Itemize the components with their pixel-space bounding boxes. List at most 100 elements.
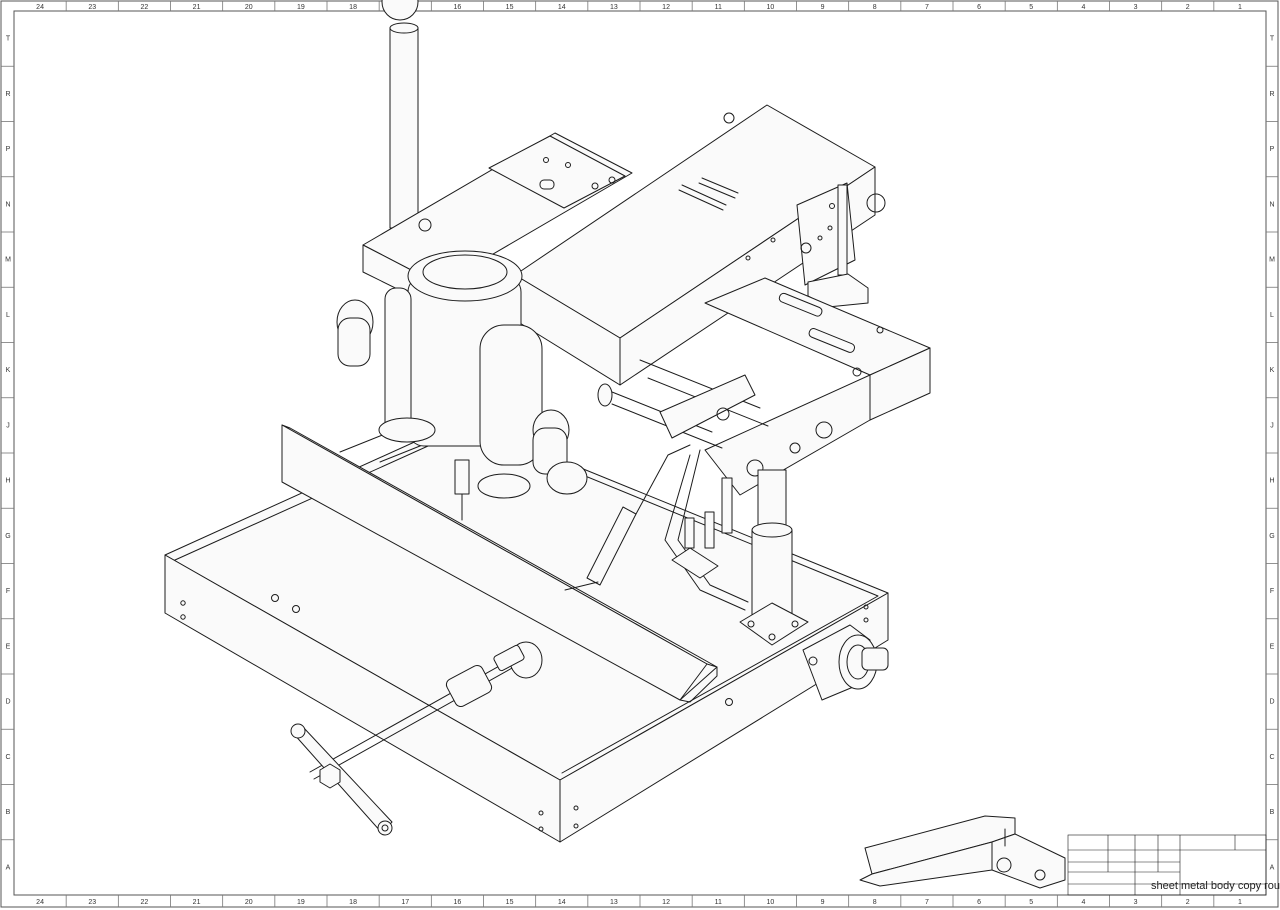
- zone-label: R: [5, 91, 10, 98]
- zone-label: 2: [1186, 4, 1190, 11]
- zone-label: C: [1269, 754, 1274, 761]
- zone-label: 11: [715, 4, 722, 11]
- zone-label: 21: [193, 4, 201, 11]
- front-cross-plate: [704, 277, 931, 496]
- zone-label: 13: [610, 899, 618, 906]
- zone-label: 23: [88, 899, 96, 906]
- drawing-title: sheet metal body copy route: [1151, 880, 1280, 892]
- zone-label: 15: [506, 899, 514, 906]
- zone-label: 24: [36, 4, 44, 11]
- linkage-arm: [664, 449, 749, 611]
- vertical-handle: [381, 0, 419, 229]
- zone-label: P: [6, 146, 11, 153]
- router-assembly-drawing: [164, 0, 931, 843]
- zone-label: E: [1270, 643, 1275, 650]
- zone-label: 10: [767, 899, 775, 906]
- zone-label: 2: [1186, 899, 1190, 906]
- zone-label: 18: [349, 4, 357, 11]
- side-clamp-plate: [796, 182, 886, 308]
- zone-label: F: [1270, 588, 1274, 595]
- zone-label: 7: [925, 4, 929, 11]
- zone-label: 9: [821, 4, 825, 11]
- zone-label: 6: [977, 4, 981, 11]
- zone-label: 14: [558, 4, 566, 11]
- zone-label: N: [5, 201, 10, 208]
- zone-label: 12: [662, 899, 670, 906]
- zone-label: B: [6, 809, 11, 816]
- zone-label: C: [5, 754, 10, 761]
- zone-label: A: [6, 864, 11, 871]
- zone-labels-left: T R P N M L K J H G F E D C B A: [5, 36, 11, 872]
- zone-label: R: [1269, 91, 1274, 98]
- zone-label: 22: [141, 4, 149, 11]
- zone-label: 5: [1029, 899, 1033, 906]
- guide-fence: [281, 419, 718, 703]
- zone-label: 6: [977, 899, 981, 906]
- zone-label: M: [1269, 257, 1275, 264]
- zone-label: 4: [1081, 4, 1085, 11]
- zone-label: G: [1269, 533, 1274, 540]
- zone-label: 5: [1029, 4, 1033, 11]
- zone-label: 1: [1238, 899, 1242, 906]
- feed-screw-crank: [290, 641, 543, 836]
- zone-label: 14: [558, 899, 566, 906]
- zone-label: 18: [349, 899, 357, 906]
- zone-label: M: [5, 257, 11, 264]
- zone-label: 12: [662, 4, 670, 11]
- zone-label: L: [1270, 312, 1274, 319]
- bearing-wheel: [802, 624, 889, 701]
- zone-label: 20: [245, 899, 253, 906]
- zone-label: 22: [141, 899, 149, 906]
- gas-strut: [564, 444, 691, 591]
- guide-rods: [597, 359, 769, 449]
- vertical-column: [739, 469, 809, 646]
- zone-label: B: [1270, 809, 1275, 816]
- zone-label: J: [6, 422, 10, 429]
- zone-label: K: [1270, 367, 1275, 374]
- zone-label: E: [6, 643, 11, 650]
- zone-label: T: [6, 36, 11, 43]
- zone-label: J: [1270, 422, 1274, 429]
- zone-label: 7: [925, 899, 929, 906]
- zone-label: P: [1270, 146, 1275, 153]
- zone-label: 19: [297, 4, 305, 11]
- zone-label: D: [5, 699, 10, 706]
- zone-label: 9: [821, 899, 825, 906]
- zone-label: D: [1269, 699, 1274, 706]
- zone-label: 19: [297, 899, 305, 906]
- rear-gantry: [362, 132, 633, 311]
- zone-label: 3: [1134, 4, 1138, 11]
- zone-label: N: [1269, 201, 1274, 208]
- zone-label: T: [1270, 36, 1275, 43]
- zone-label: H: [1269, 478, 1274, 485]
- zone-label: 15: [506, 4, 514, 11]
- router-motor: [336, 250, 588, 521]
- zone-label: 16: [454, 899, 462, 906]
- zone-label: 3: [1134, 899, 1138, 906]
- zone-label: 23: [88, 4, 96, 11]
- zone-label: 1: [1238, 4, 1242, 11]
- zone-label: K: [6, 367, 11, 374]
- zone-label: 11: [715, 899, 722, 906]
- zone-label: 4: [1081, 899, 1085, 906]
- zone-label: 20: [245, 4, 253, 11]
- bracket-detail-view: [859, 815, 1066, 889]
- zone-label: 8: [873, 899, 877, 906]
- zone-labels-right: T R P N M L K J H G F E D C B A: [1269, 36, 1275, 872]
- zone-label: L: [6, 312, 10, 319]
- zone-label: G: [5, 533, 10, 540]
- zone-label: 13: [610, 4, 618, 11]
- zone-label: 21: [193, 899, 201, 906]
- zone-label: 16: [454, 4, 462, 11]
- title-block: sheet metal body copy route: [1067, 834, 1280, 896]
- zone-label: H: [5, 478, 10, 485]
- zone-label: 17: [401, 899, 409, 906]
- zone-label: 8: [873, 4, 877, 11]
- zone-label: A: [1270, 864, 1275, 871]
- zone-label: F: [6, 588, 10, 595]
